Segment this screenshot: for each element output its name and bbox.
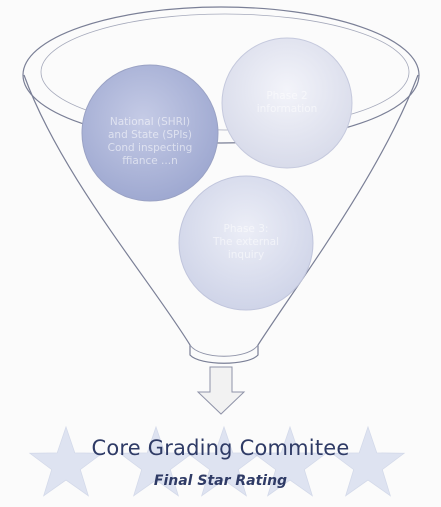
circle-national-state-line-4: ffiance ...n (122, 155, 177, 167)
rating-star-icon (330, 425, 406, 497)
rating-star-icon (186, 425, 262, 497)
circle-phase-3-line-1: Phase 3: (224, 223, 269, 235)
circle-national-state-line-2: and State (SPIs) (108, 129, 192, 141)
circle-phase-2-line-2: information (257, 103, 318, 115)
circle-phase-2-line-1: Phase 2 (266, 90, 307, 102)
circle-phase-3-line-2: The external (212, 236, 279, 248)
circle-national-state-line-1: National (SHRI) (110, 116, 190, 128)
circle-phase-2: Phase 2 information (221, 37, 353, 169)
down-arrow-icon (196, 366, 246, 415)
funnel-body (23, 74, 419, 364)
rating-star-icon (252, 425, 328, 497)
core-grading-title: Core Grading Commitee (91, 436, 350, 460)
funnel-rim-outer (22, 6, 420, 144)
final-star-rating-subtitle: Final Star Rating (153, 473, 288, 489)
funnel-rim-inner (40, 13, 410, 131)
funnel-spout-base (189, 344, 259, 357)
rating-stars (28, 425, 406, 497)
circle-national-state-line-3: Cond inspecting (108, 142, 193, 154)
circle-phase-3: Phase 3: The external inquiry (178, 175, 314, 311)
rating-star-icon (28, 425, 104, 497)
circle-national-state: National (SHRI) and State (SPIs) Cond in… (81, 64, 219, 202)
rating-star-icon (118, 425, 194, 497)
circle-phase-3-line-3: inquiry (228, 249, 264, 261)
